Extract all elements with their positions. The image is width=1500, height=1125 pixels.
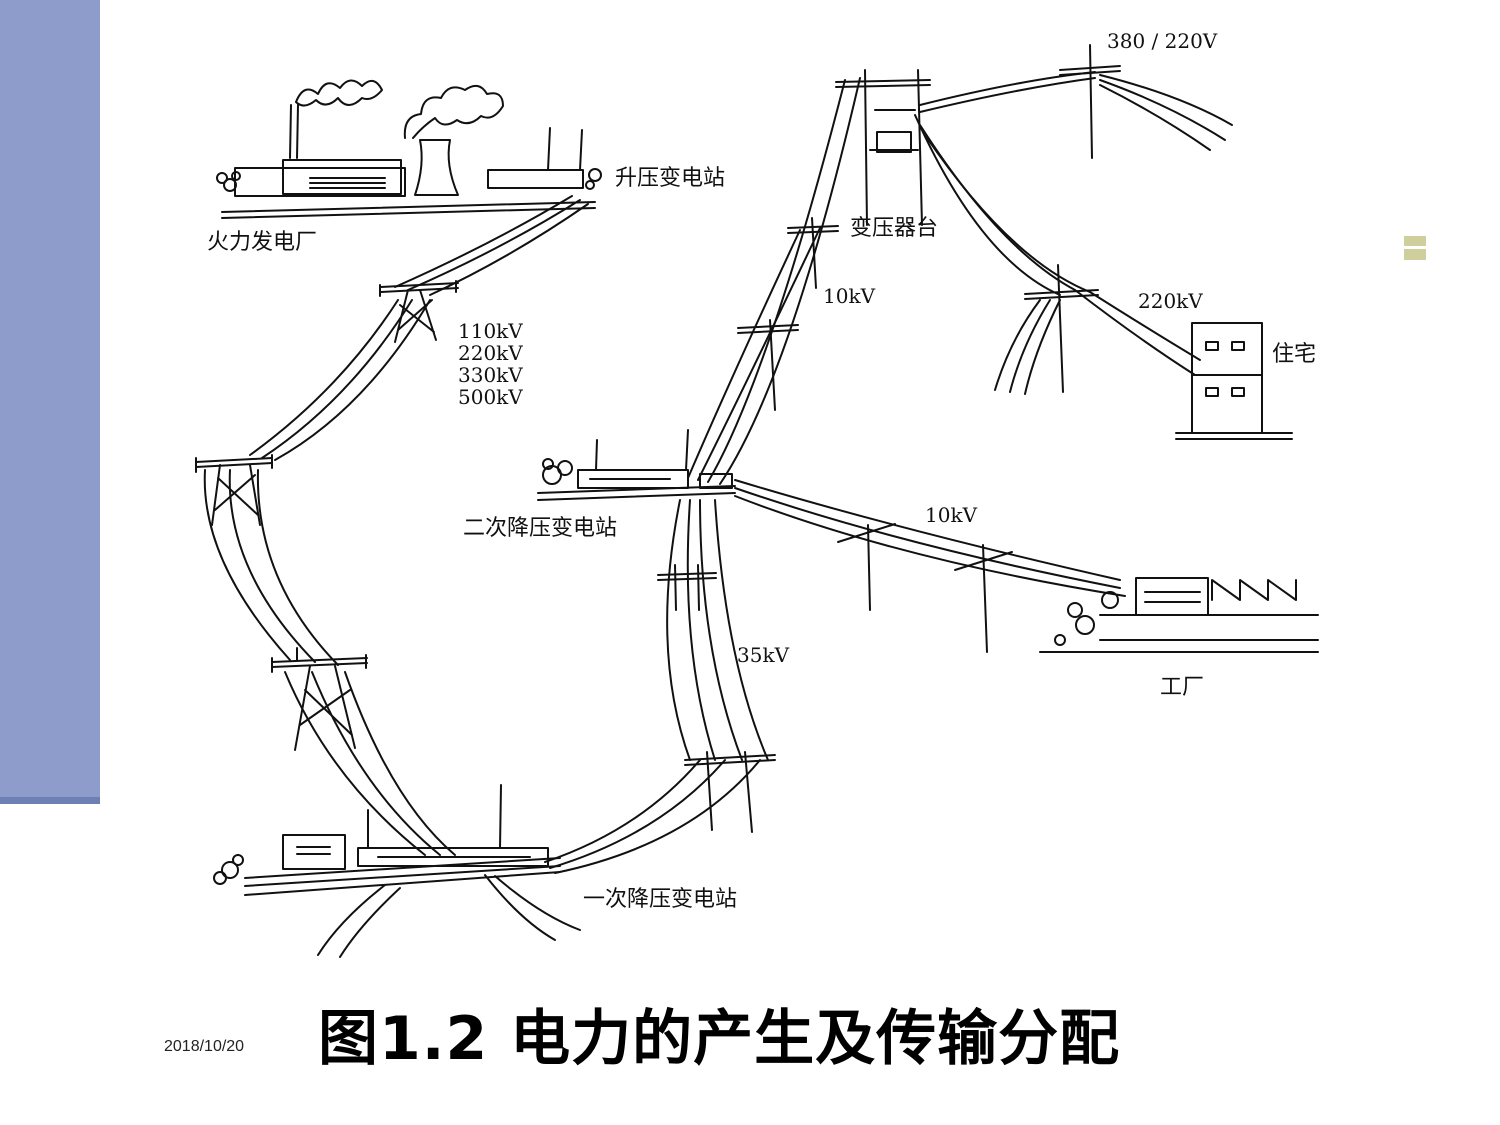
pole-10kv-lower-1 [837, 523, 896, 611]
line-10kv-lower [734, 479, 1126, 597]
thermal-power-plant [216, 79, 602, 219]
label-voltage-220kv: 220kV [458, 341, 523, 365]
pole-10kv-lower-2 [954, 544, 1013, 653]
tower-2 [195, 454, 273, 526]
tower-3 [271, 647, 368, 751]
label-residence: 住宅 [1272, 342, 1317, 367]
pole-380-220v [1059, 44, 1121, 159]
label-primary-step-down: 一次降压变电站 [583, 887, 738, 912]
label-thermal-plant: 火力发电厂 [207, 230, 318, 255]
label-voltage-110kv: 110kV [458, 319, 523, 343]
residence [1175, 322, 1293, 440]
transmission-voltage-list: 110kV 220kV 330kV 500kV [458, 320, 523, 408]
line-380-220v [919, 71, 1233, 151]
label-voltage-500kv: 500kV [458, 385, 523, 409]
line-tower1-to-tower2 [249, 299, 431, 461]
label-voltage-330kv: 330kV [458, 363, 523, 387]
line-primary-to-35kv [544, 759, 761, 874]
left-sidebar-base [0, 797, 100, 804]
tower-1 [379, 280, 459, 343]
pole-10kv-top [787, 217, 839, 289]
line-stepup-to-tower1 [394, 195, 589, 296]
pole-10kv-mid [737, 319, 799, 411]
factory [1039, 577, 1319, 653]
pole-35kv-upper [657, 564, 717, 611]
label-secondary-step-down: 二次降压变电站 [463, 516, 618, 541]
label-factory: 工厂 [1160, 675, 1205, 700]
line-10kv-upper [687, 77, 861, 485]
primary-substation [213, 784, 581, 958]
line-35kv [666, 499, 769, 761]
label-step-up-substation: 升压变电站 [615, 166, 726, 191]
secondary-substation [537, 429, 736, 501]
pole-220kv [1024, 264, 1099, 393]
label-35kv: 35kV [737, 643, 790, 667]
line-to-residence [914, 114, 1201, 395]
left-sidebar-bar [0, 0, 100, 797]
accent-line [63, 242, 100, 245]
line-tower3-to-primary [284, 671, 456, 856]
label-transformer-platform: 变压器台 [850, 216, 939, 241]
transformer-platform [835, 69, 931, 226]
pole-35kv-lower [684, 751, 776, 833]
slide-date: 2018/10/20 [164, 1038, 245, 1055]
label-220kv: 220kV [1138, 289, 1203, 313]
line-tower2-to-tower3 [203, 469, 339, 666]
label-380-220v: 380 / 220V [1107, 29, 1218, 53]
slide-title: 图1.2 电力的产生及传输分配 [318, 1004, 1121, 1074]
label-10kv-upper: 10kV [823, 284, 876, 308]
label-10kv-lower: 10kV [925, 503, 978, 527]
accent-square [1404, 236, 1426, 260]
